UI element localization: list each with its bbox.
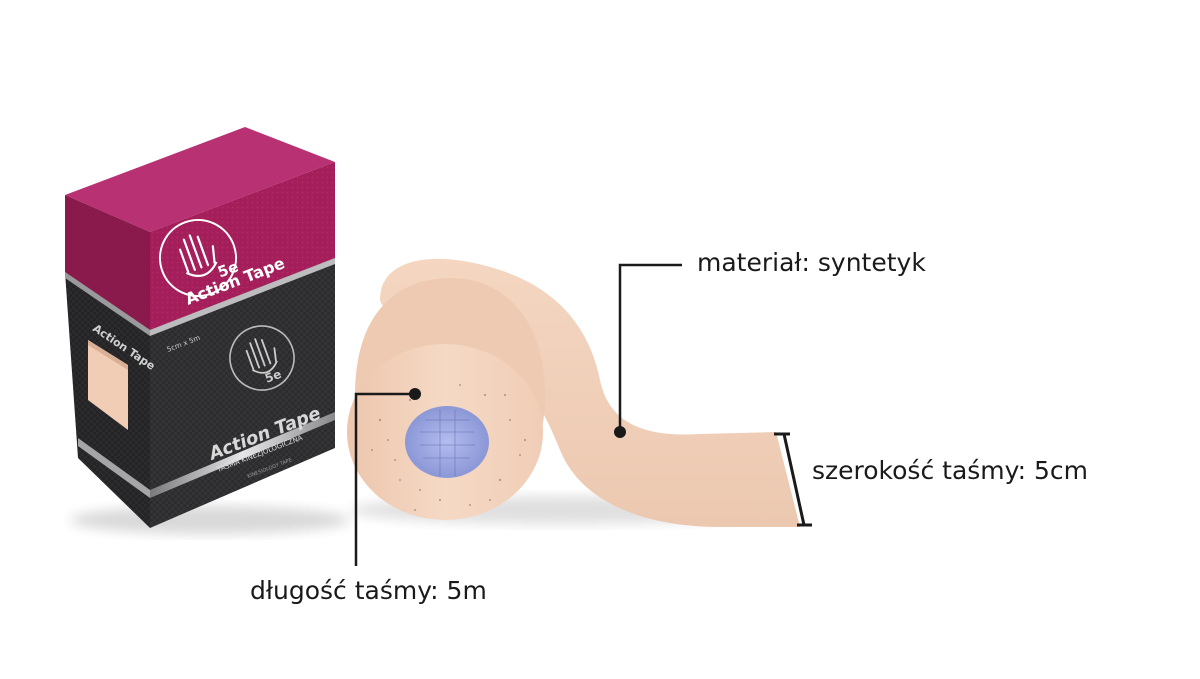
- callout-dot-length: [409, 388, 421, 400]
- callout-length: [354, 388, 421, 566]
- width-label: szerokość taśmy: 5cm: [812, 456, 1089, 485]
- callout-material: [614, 263, 682, 438]
- svg-text:5e: 5e: [215, 257, 241, 281]
- svg-text:5e: 5e: [263, 367, 283, 386]
- tape-roll: [347, 258, 800, 527]
- box-front-dark: [150, 258, 335, 528]
- product-box: 5e Action Tape 5e Action Tape TAŚMA KINE…: [65, 127, 350, 534]
- callout-width: [774, 432, 812, 527]
- length-label: długość taśmy: 5m: [250, 576, 487, 605]
- box-front-magenta: [150, 162, 335, 330]
- box-logo-top: 5e: [159, 219, 241, 297]
- box-top-face: [65, 127, 335, 232]
- callout-dot-material: [614, 426, 626, 438]
- tape-core: [405, 406, 489, 478]
- box-logo-front: 5e: [229, 325, 295, 391]
- box-side-magenta: [65, 195, 150, 330]
- material-label: materiał: syntetyk: [697, 248, 926, 277]
